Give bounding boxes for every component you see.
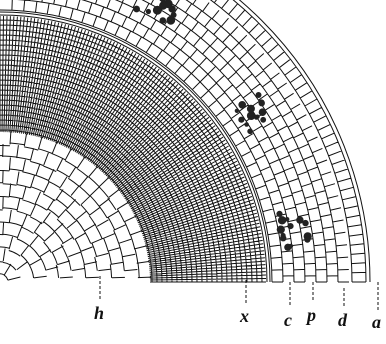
label-a: a (372, 312, 381, 332)
fibre-cell-dot (304, 236, 310, 242)
fibre-cell-dot (260, 117, 266, 123)
fibre-cell-dot (247, 111, 256, 120)
fibre-cell-dot (247, 129, 253, 135)
fibre-cell-dot (255, 115, 260, 120)
fibre-cell-dot (287, 223, 293, 229)
fibre-cell-dot (276, 211, 282, 217)
fibre-cell-dot (284, 244, 291, 251)
fibre-cell-dot (281, 233, 286, 238)
label-p: p (305, 305, 316, 325)
fibre-cell-dot (235, 109, 239, 113)
fibre-cell-dot (296, 216, 303, 223)
label-h: h (94, 303, 104, 323)
fibre-cell-dot (171, 12, 177, 18)
label-d: d (338, 310, 348, 330)
label-c: c (284, 310, 292, 330)
cell-walls (0, 0, 370, 282)
cell-layers (0, 0, 370, 282)
fibre-cell-dot (244, 122, 249, 127)
fibre-cell-dot (277, 226, 285, 234)
fibre-cell-dot (238, 101, 246, 109)
fibre-cell-dot (146, 9, 151, 14)
fibre-cell-dot (285, 217, 290, 222)
fibre-cell-dot (247, 105, 255, 113)
fibre-cell-dot (256, 92, 262, 98)
fibre-cell-dot (238, 117, 244, 123)
fibre-cell-dot (159, 2, 167, 10)
label-x: x (239, 306, 249, 326)
fibre-cell-dot (160, 17, 167, 24)
fibre-cell-dot (258, 99, 264, 105)
fibre-cell-dot (259, 108, 267, 116)
fibre-cell-dot (133, 6, 140, 13)
